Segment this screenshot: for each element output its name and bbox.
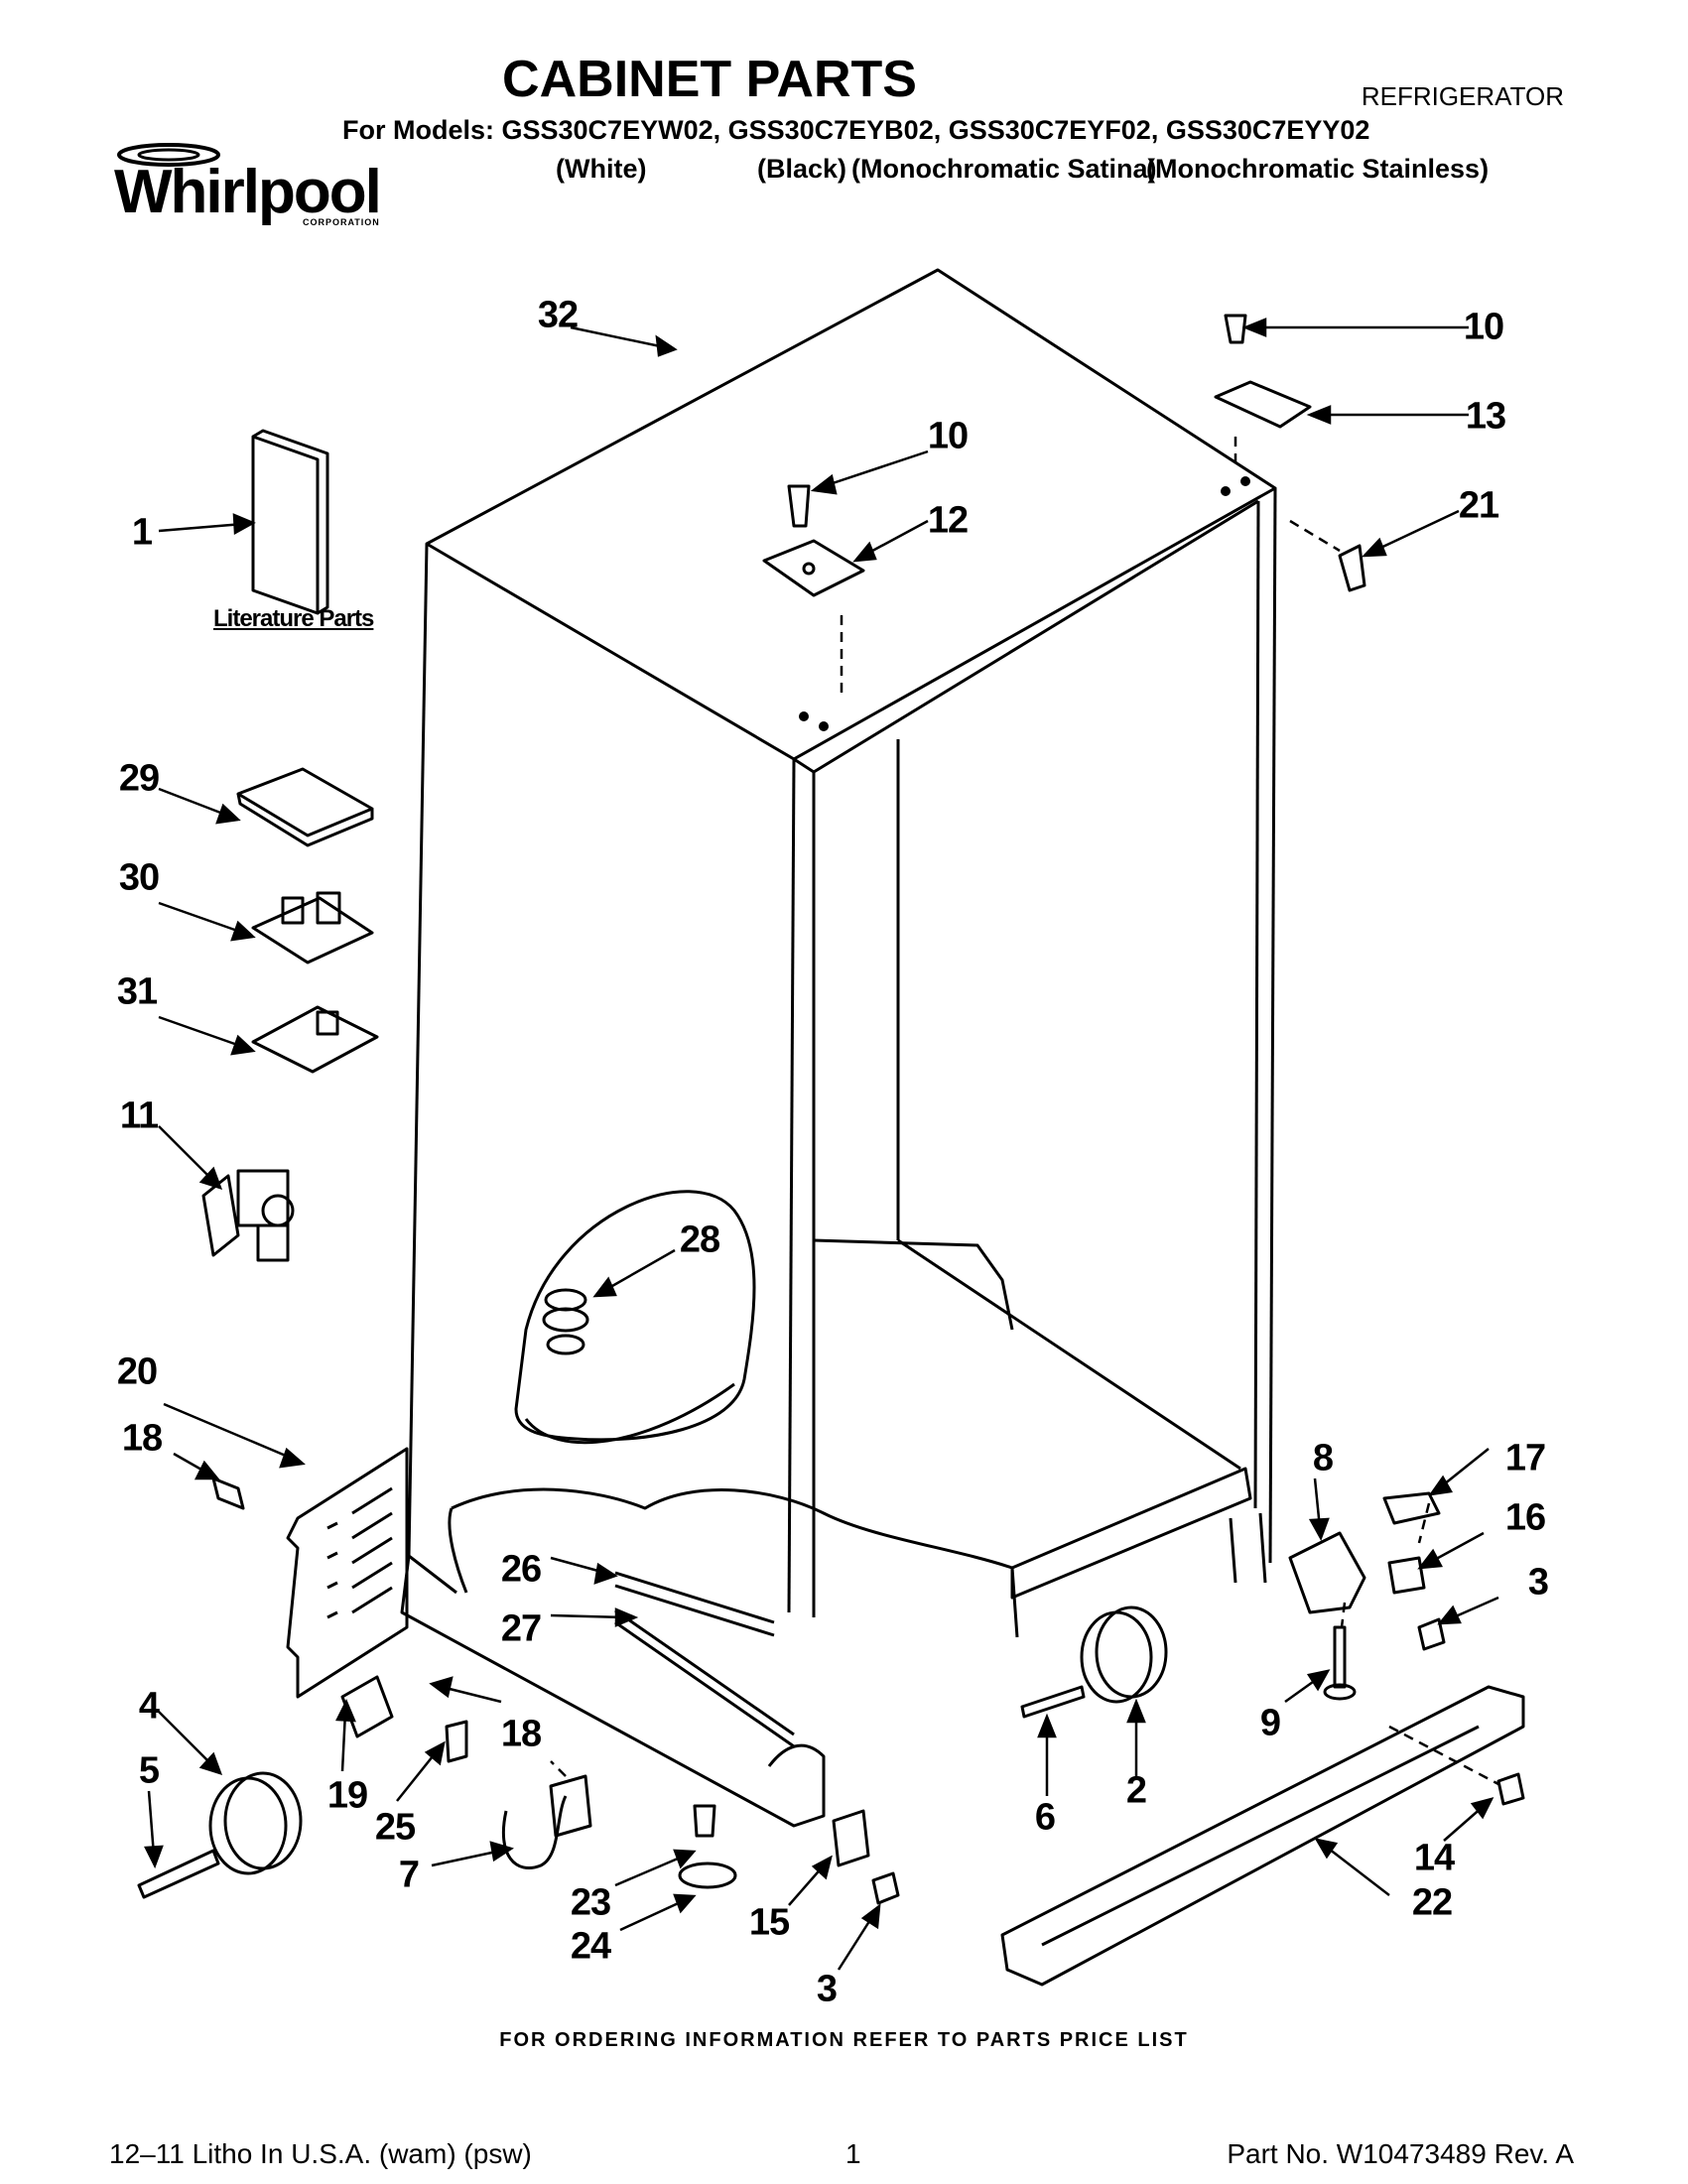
- ordering-note: FOR ORDERING INFORMATION REFER TO PARTS …: [499, 2029, 1189, 2051]
- part-number: Part No. W10473489 Rev. A: [1227, 2138, 1574, 2169]
- callout-19: 19: [326, 1774, 368, 1817]
- callout-20: 20: [116, 1350, 158, 1393]
- brand-name: Whirlpool: [114, 158, 382, 226]
- page-number: 1: [845, 2138, 861, 2169]
- callout-25: 25: [374, 1806, 416, 1849]
- callout-32: 32: [537, 294, 579, 336]
- callout-6: 6: [1034, 1796, 1056, 1839]
- callout-26: 26: [500, 1548, 542, 1591]
- color-satina: (Monochromatic Satina): [851, 154, 1157, 184]
- callout-23: 23: [570, 1881, 611, 1924]
- callout-13: 13: [1465, 395, 1506, 438]
- callout-21: 21: [1458, 484, 1499, 527]
- callout-2: 2: [1125, 1769, 1147, 1812]
- callout-29: 29: [118, 757, 160, 800]
- callout-3-right: 3: [1527, 1561, 1549, 1604]
- color-black: (Black): [757, 154, 847, 184]
- callout-28: 28: [679, 1219, 720, 1261]
- whirlpool-logo: Whirlpool CORPORATION: [114, 143, 382, 227]
- callout-12: 12: [927, 499, 969, 542]
- callout-22: 22: [1411, 1881, 1453, 1924]
- litho-info: 12–11 Litho In U.S.A. (wam) (psw): [109, 2138, 532, 2169]
- literature-parts-label: Literature Parts: [213, 605, 374, 632]
- callout-31: 31: [116, 970, 158, 1013]
- models-line: For Models: GSS30C7EYW02, GSS30C7EYB02, …: [342, 115, 1370, 145]
- callout-18-left: 18: [121, 1417, 163, 1460]
- callout-7: 7: [398, 1854, 420, 1896]
- appliance-category: REFRIGERATOR: [1361, 81, 1564, 111]
- page-title: CABINET PARTS: [502, 51, 917, 108]
- logo-swirl-icon: [117, 143, 220, 167]
- callout-15: 15: [748, 1901, 790, 1944]
- callout-10-mid: 10: [927, 415, 969, 457]
- color-stainless: (Monochromatic Stainless): [1146, 154, 1490, 184]
- callout-1: 1: [131, 511, 153, 554]
- callout-24: 24: [570, 1925, 611, 1968]
- color-white: (White): [556, 154, 647, 184]
- callout-8: 8: [1312, 1437, 1334, 1479]
- callout-10-top: 10: [1463, 306, 1504, 348]
- callout-9: 9: [1259, 1702, 1281, 1744]
- callout-14: 14: [1413, 1837, 1455, 1879]
- callout-30: 30: [118, 856, 160, 899]
- callout-18-mid: 18: [500, 1713, 542, 1755]
- callout-5: 5: [138, 1749, 160, 1792]
- callout-3-bottom: 3: [816, 1968, 838, 2010]
- callout-16: 16: [1504, 1496, 1546, 1539]
- callout-4: 4: [138, 1685, 160, 1728]
- brand-sub: CORPORATION: [302, 217, 380, 227]
- callout-17: 17: [1504, 1437, 1546, 1479]
- callout-27: 27: [500, 1607, 542, 1650]
- callout-11: 11: [119, 1094, 159, 1137]
